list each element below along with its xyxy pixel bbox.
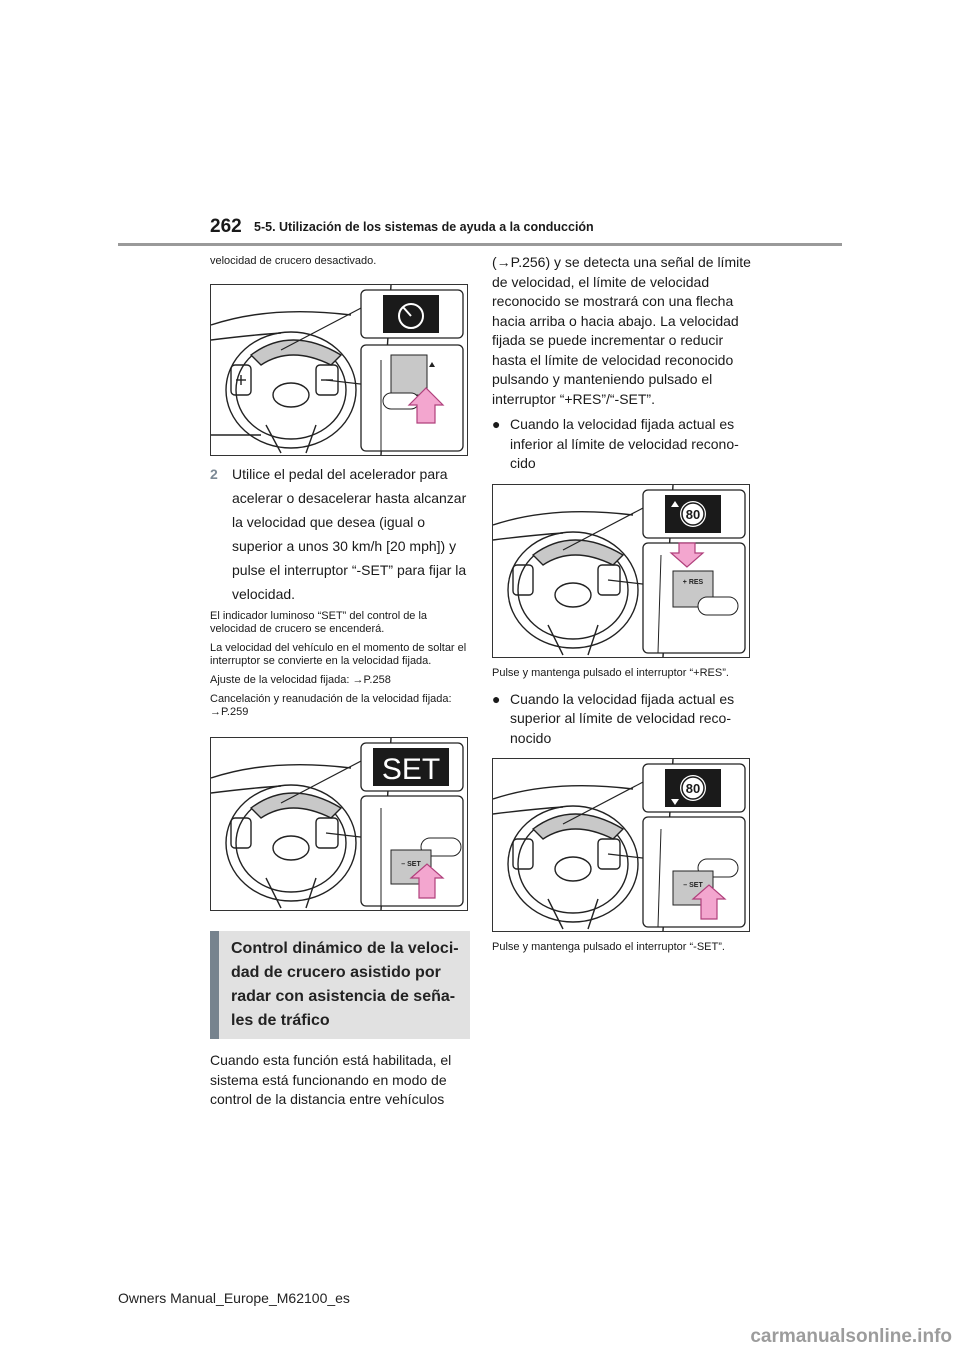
- right-paragraph: (→P.256) y se detecta una señal de límit…: [492, 254, 751, 407]
- watermark: carmanualsonline.info: [750, 1326, 952, 1347]
- note-3: Ajuste de la velocidad fijada: →P.258: [210, 674, 391, 686]
- section-heading-text: Control dinámico de la veloci­dad de cru…: [231, 940, 459, 1029]
- step-2: 2 Utilice el pedal del acelerador para a…: [210, 462, 470, 606]
- bullet-text: Cuando la velocidad fijada actual es sup…: [510, 690, 735, 746]
- speed-sign-value: 80: [686, 507, 700, 522]
- note-2: La velocidad del vehículo en el momento …: [210, 642, 467, 667]
- bullet-higher: ● Cuando la velocidad fijada actual es s…: [492, 690, 752, 749]
- figure-set-down-switch: 80 – SET: [492, 758, 750, 932]
- bullet-icon: ●: [492, 690, 501, 707]
- caption-res: Pulse y mantenga pulsado el interruptor …: [492, 666, 729, 679]
- header-rule: [118, 243, 842, 246]
- bullet-lower: ● Cuando la velocidad fijada actual es i…: [492, 415, 752, 474]
- left-column: velocidad de crucero desactivado.: [210, 255, 470, 1110]
- page-number: 262: [210, 216, 242, 237]
- caption-set: Pulse y mantenga pulsado el interruptor …: [492, 941, 725, 953]
- set-display-label: SET: [382, 753, 440, 786]
- step-text: Utilice el pedal del acelerador para ace…: [232, 466, 467, 602]
- figure-set-switch: SET – SET: [210, 737, 468, 911]
- intro-text: velocidad de crucero desactivado.: [210, 255, 377, 267]
- right-column: (→P.256) y se detecta una señal de límit…: [492, 253, 752, 964]
- steering-wheel-res-illustration: 80 + RES: [493, 484, 746, 657]
- figure-cruise-switch: [210, 284, 468, 456]
- note-4: Cancelación y reanudación de la velocida…: [210, 693, 452, 718]
- left-paragraph: Cuando esta función está habilitada, el …: [210, 1052, 452, 1107]
- res-switch-label: + RES: [683, 579, 704, 586]
- bullet-text: Cuando la velocidad fijada actual es inf…: [510, 416, 739, 471]
- steering-wheel-set-illustration: SET – SET: [211, 738, 464, 910]
- bullet-icon: ●: [492, 416, 501, 432]
- steering-wheel-set-down-illustration: 80 – SET: [493, 759, 746, 931]
- set-switch-label: – SET: [401, 861, 421, 868]
- footer-manual-id: Owners Manual_Europe_M62100_es: [118, 1290, 350, 1306]
- section-title: 5-5. Utilización de los sistemas de ayud…: [254, 220, 594, 234]
- steering-wheel-illustration: [211, 285, 464, 455]
- note-1: El indicador luminoso “SET” del control …: [210, 610, 428, 635]
- step-number: 2: [210, 466, 218, 482]
- section-heading: Control dinámico de la veloci­dad de cru…: [210, 931, 470, 1039]
- speed-sign-value: 80: [686, 781, 700, 796]
- set-down-switch-label: – SET: [683, 882, 703, 889]
- figure-res-switch: 80 + RES: [492, 483, 750, 658]
